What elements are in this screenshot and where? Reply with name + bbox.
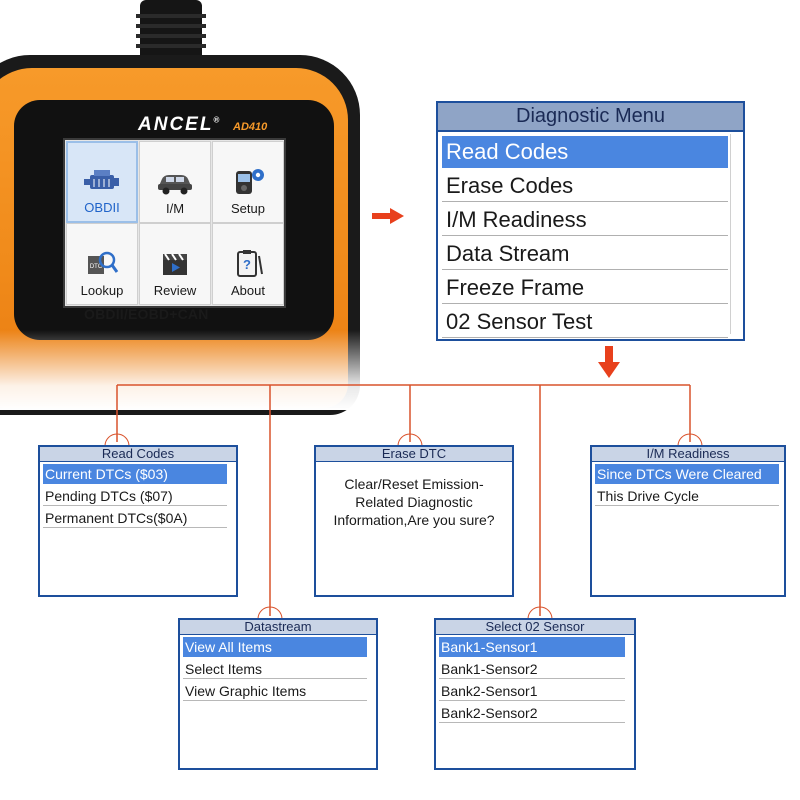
svg-text:?: ? — [243, 257, 251, 272]
tile-obdii[interactable]: OBDII — [66, 141, 138, 223]
im-readiness-item[interactable]: This Drive Cycle — [595, 486, 779, 506]
read-codes-title: Read Codes — [40, 447, 236, 462]
read-codes-item[interactable]: Permanent DTCs($0A) — [43, 508, 227, 528]
erase-dtc-message: Clear/Reset Emission- Related Diagnostic… — [320, 475, 508, 529]
menu-item-read-codes[interactable]: Read Codes — [442, 136, 728, 168]
device-fade — [0, 330, 370, 410]
model-label: AD410 — [233, 121, 268, 133]
tile-label: I/M — [165, 201, 185, 216]
erase-dtc-message-line: Information,Are you sure? — [333, 512, 495, 528]
datastream-item[interactable]: Select Items — [183, 659, 367, 679]
erase-dtc-title: Erase DTC — [316, 447, 512, 462]
datastream-item[interactable]: View All Items — [183, 637, 367, 657]
dtc-magnifier-icon: DTC — [88, 251, 119, 274]
device-tagline: OBDII/EOBD+CAN — [84, 306, 209, 322]
arrow-down-icon — [598, 346, 620, 378]
datastream-item[interactable]: View Graphic Items — [183, 681, 367, 701]
menu-item-data-stream[interactable]: Data Stream — [442, 238, 728, 270]
tile-review[interactable]: Review — [139, 223, 211, 305]
diagnostic-menu-panel: Diagnostic Menu Read Codes Erase Codes I… — [436, 101, 745, 341]
menu-item-freeze-frame[interactable]: Freeze Frame — [442, 272, 728, 304]
tile-about[interactable]: ? About — [212, 223, 284, 305]
menu-scrollbar[interactable] — [730, 134, 739, 334]
tile-lookup[interactable]: DTC Lookup — [66, 223, 138, 305]
tile-im[interactable]: I/M — [139, 141, 211, 223]
read-codes-item[interactable]: Current DTCs ($03) — [43, 464, 227, 484]
tile-label: About — [231, 283, 265, 298]
select-o2-sensor-title: Select 02 Sensor — [436, 620, 634, 635]
tile-label: Lookup — [80, 283, 124, 298]
erase-dtc-message-line: Clear/Reset Emission- — [344, 476, 484, 492]
brand-logo: ANCEL® — [138, 114, 222, 135]
clipboard-question-icon: ? — [237, 250, 263, 277]
tile-label: OBDII — [84, 200, 120, 215]
tile-setup[interactable]: Setup — [212, 141, 284, 223]
o2-sensor-item[interactable]: Bank1-Sensor1 — [439, 637, 625, 657]
menu-item-im-readiness[interactable]: I/M Readiness — [442, 204, 728, 236]
scanner-gear-icon — [236, 169, 264, 194]
im-readiness-title: I/M Readiness — [592, 447, 784, 462]
menu-item-o2-sensor-test[interactable]: 02 Sensor Test — [442, 306, 728, 338]
select-o2-sensor-panel: Select 02 Sensor Bank1-Sensor1 Bank1-Sen… — [434, 618, 636, 770]
datastream-title: Datastream — [180, 620, 376, 635]
o2-sensor-item[interactable]: Bank2-Sensor2 — [439, 703, 625, 723]
diagnostic-menu-title: Diagnostic Menu — [438, 103, 743, 132]
device-screen: OBDII I/M Setup — [63, 138, 286, 308]
clapperboard-icon — [163, 253, 187, 275]
read-codes-item[interactable]: Pending DTCs ($07) — [43, 486, 227, 506]
engine-icon — [84, 170, 119, 189]
o2-sensor-item[interactable]: Bank1-Sensor2 — [439, 659, 625, 679]
read-codes-panel: Read Codes Current DTCs ($03) Pending DT… — [38, 445, 238, 597]
im-readiness-item[interactable]: Since DTCs Were Cleared — [595, 464, 779, 484]
arrow-right-icon — [372, 208, 404, 224]
erase-dtc-message-line: Related Diagnostic — [355, 494, 473, 510]
im-readiness-panel: I/M Readiness Since DTCs Were Cleared Th… — [590, 445, 786, 597]
cable-connector — [136, 0, 206, 62]
tile-label: Review — [153, 283, 197, 298]
o2-sensor-item[interactable]: Bank2-Sensor1 — [439, 681, 625, 701]
menu-item-erase-codes[interactable]: Erase Codes — [442, 170, 728, 202]
tile-label: Setup — [231, 201, 265, 216]
erase-dtc-panel: Erase DTC Clear/Reset Emission- Related … — [314, 445, 514, 597]
datastream-panel: Datastream View All Items Select Items V… — [178, 618, 378, 770]
car-icon — [158, 175, 192, 195]
svg-text:DTC: DTC — [90, 264, 103, 270]
